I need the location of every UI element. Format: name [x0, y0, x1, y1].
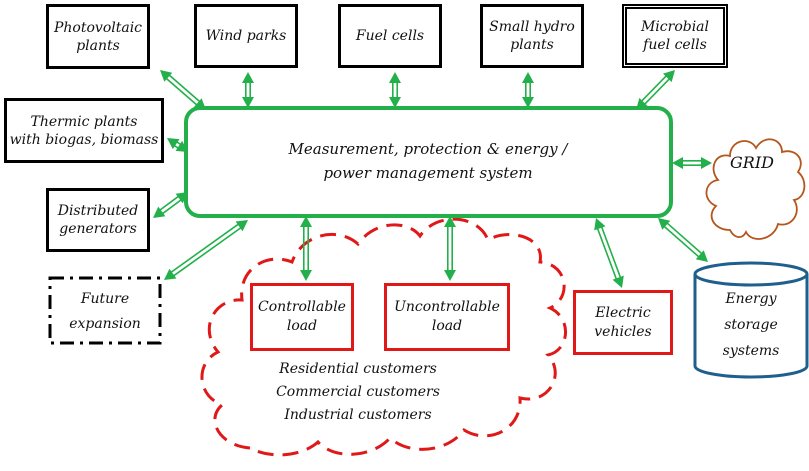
arrow-microbial-icon [636, 70, 675, 110]
customers-line-2: Commercial customers [276, 384, 440, 400]
distributed-label-1: Distributed [57, 203, 139, 219]
fuel-cells-label: Fuel cells [355, 28, 425, 44]
controllable-label-1: Controllable [258, 299, 346, 315]
arrow-electric-vehicles-icon [594, 218, 624, 288]
future-expansion-box: Future expansion [48, 276, 162, 345]
customers-line-3: Industrial customers [283, 407, 431, 423]
storage-label-2: storage [724, 317, 778, 333]
grid-label: GRID [730, 153, 774, 172]
arrow-fuel-cells-icon [389, 72, 401, 108]
distributed-label-2: generators [59, 221, 137, 237]
wind-parks-label: Wind parks [205, 28, 287, 44]
storage-label-1: Energy [724, 291, 777, 307]
small-hydro-label-1: Small hydro [489, 19, 575, 35]
management-system-box: Measurement, protection & energy / power… [184, 106, 673, 218]
ev-label-1: Electric [595, 304, 651, 321]
management-label-2: power management system [323, 164, 532, 182]
controllable-load-box: Controllable load [250, 283, 354, 351]
arrow-photovoltaic-icon [160, 70, 206, 110]
storage-label-3: systems [723, 343, 780, 359]
wind-parks-box: Wind parks [194, 4, 298, 68]
uncontrollable-label-2: load [431, 318, 463, 334]
controllable-label-2: load [286, 318, 318, 334]
thermic-plants-box: Thermic plants with biogas, biomass [4, 98, 164, 163]
customers-line-1: Residential customers [278, 361, 437, 377]
small-hydro-plants-box: Small hydro plants [480, 4, 584, 68]
fuel-cells-box: Fuel cells [338, 4, 442, 68]
ev-label-2: vehicles [594, 323, 652, 340]
management-label-1: Measurement, protection & energy / [288, 140, 570, 158]
arrow-grid-icon [672, 157, 712, 169]
thermic-label-2: with biogas, biomass [9, 131, 159, 148]
electric-vehicles-box: Electric vehicles [573, 290, 673, 355]
microbial-label-2: fuel cells [643, 37, 707, 53]
small-hydro-label-2: plants [510, 37, 554, 53]
arrow-distributed-icon [153, 192, 188, 218]
photovoltaic-plants-box: Photovoltaic plants [46, 4, 150, 69]
uncontrollable-load-box: Uncontrollable load [384, 283, 510, 351]
future-label-1: Future [80, 291, 129, 307]
microbial-fuel-cells-box: Microbial fuel cells [622, 4, 728, 68]
grid-cloud-icon: GRID [705, 138, 806, 240]
arrow-controllable-icon [300, 216, 312, 281]
microbial-label-1: Microbial [640, 19, 710, 35]
distributed-generators-box: Distributed generators [46, 188, 150, 252]
thermic-label-1: Thermic plants [30, 113, 138, 130]
uncontrollable-label-1: Uncontrollable [394, 299, 500, 315]
arrow-thermic-icon [167, 138, 188, 152]
future-label-2: expansion [69, 316, 141, 332]
photovoltaic-label-1: Photovoltaic [53, 19, 143, 36]
arrow-wind-parks-icon [242, 72, 254, 108]
connection-arrows [153, 70, 712, 288]
arrow-uncontrollable-icon [444, 216, 456, 281]
photovoltaic-label-2: plants [76, 37, 120, 54]
energy-storage-cylinder-icon: Energy storage systems [693, 261, 809, 379]
arrow-small-hydro-icon [522, 72, 534, 108]
arrow-future-icon [164, 220, 248, 280]
arrow-energy-storage-icon [658, 218, 708, 262]
